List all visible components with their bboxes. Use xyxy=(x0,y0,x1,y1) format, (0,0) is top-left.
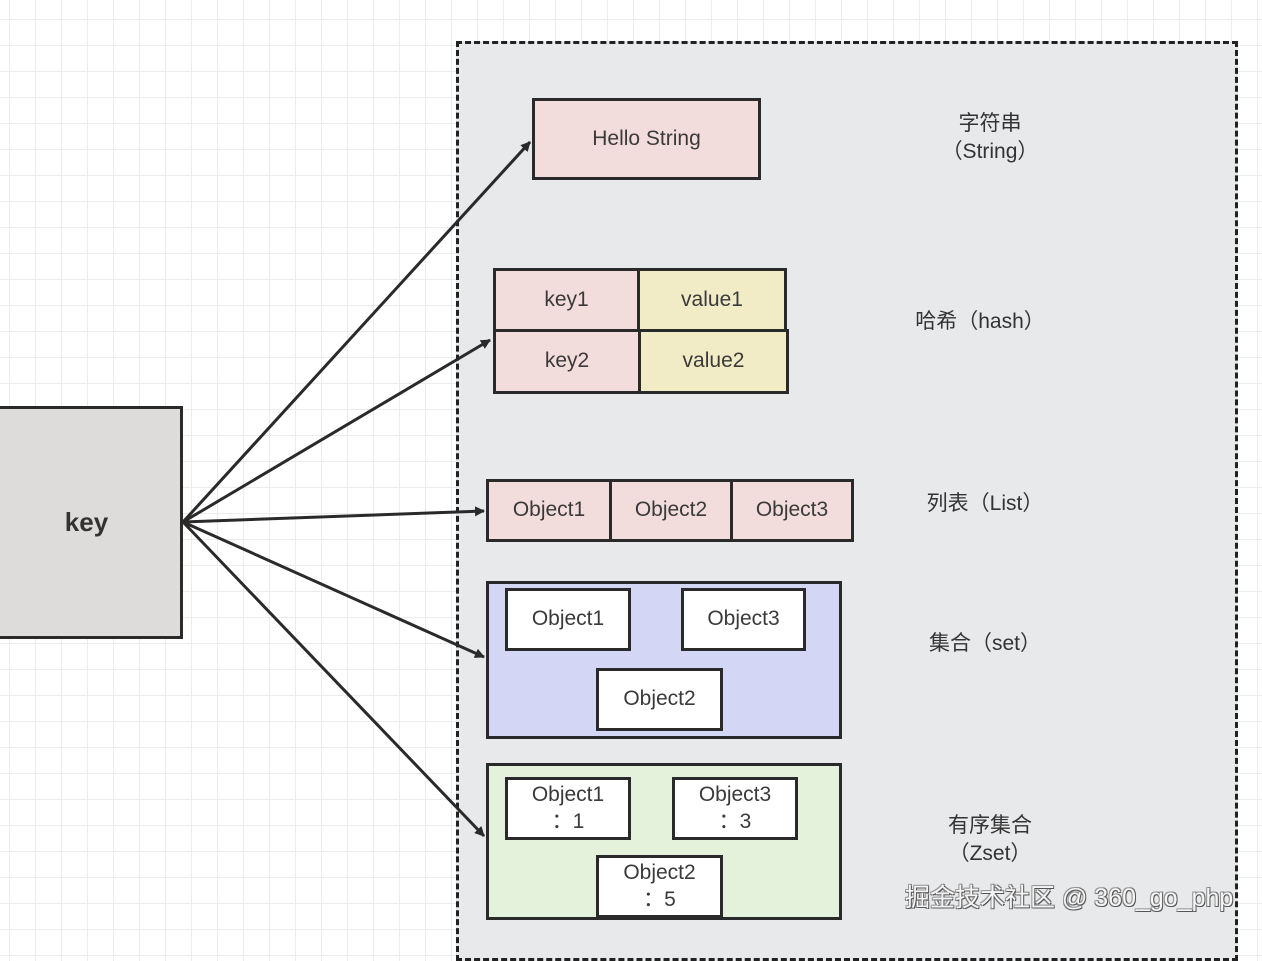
set-member: Object1 xyxy=(505,588,631,651)
key-node-label: key xyxy=(64,507,109,538)
list-item: Object3 xyxy=(730,479,854,542)
hash-type-label: 哈希（hash） xyxy=(915,310,1045,333)
zset-member-score: ：1 xyxy=(551,809,585,833)
zset-member-label: Object3 xyxy=(698,783,772,807)
key-node: key xyxy=(0,406,183,639)
watermark: 掘金技术社区 @ 360_go_php xyxy=(905,884,1234,912)
hash-value-cell: value2 xyxy=(638,329,789,394)
set-type-label: 集合（set） xyxy=(928,632,1041,655)
list-item-label: Object2 xyxy=(634,498,708,522)
set-member-label: Object3 xyxy=(707,607,780,631)
string-type-label-en: （String） xyxy=(941,140,1039,164)
set-member: Object2 xyxy=(596,668,723,731)
hash-value-2: value2 xyxy=(682,349,745,373)
zset-member-score: ：5 xyxy=(643,887,676,911)
zset-member: Object2 ：5 xyxy=(596,855,723,918)
hash-value-1: value1 xyxy=(681,287,743,311)
string-type-label: 字符串 （String） xyxy=(930,110,1050,167)
zset-member-label: Object2 xyxy=(623,861,696,885)
arrow-to-list xyxy=(182,506,485,524)
zset-type-label: 有序集合 （Zset） xyxy=(930,812,1050,869)
arrow-to-hash xyxy=(182,338,491,524)
list-item-label: Object3 xyxy=(755,498,829,522)
list-item: Object2 xyxy=(609,479,733,542)
hash-key-1: key1 xyxy=(544,287,589,311)
list-item: Object1 xyxy=(486,479,612,542)
string-type-label-zh: 字符串 xyxy=(958,112,1022,135)
hash-key-2: key2 xyxy=(544,349,590,373)
zset-type-label-zh: 有序集合 xyxy=(948,814,1032,837)
zset-type-label-en: （Zset） xyxy=(948,842,1032,866)
set-member: Object3 xyxy=(681,588,806,651)
set-member-label: Object2 xyxy=(623,687,696,711)
zset-member-score: ：3 xyxy=(718,809,752,833)
string-value: Hello String xyxy=(592,126,701,150)
string-value-box: Hello String xyxy=(532,98,761,180)
zset-member-label: Object1 xyxy=(531,783,605,807)
zset-member: Object1 ：1 xyxy=(505,777,631,840)
zset-member: Object3 ：3 xyxy=(672,777,798,840)
arrows-layer xyxy=(181,140,532,838)
hash-value-cell: value1 xyxy=(637,268,787,332)
hash-key-cell: key2 xyxy=(493,329,641,394)
set-member-label: Object1 xyxy=(531,607,605,631)
arrow-to-set xyxy=(182,520,485,659)
list-item-label: Object1 xyxy=(512,498,586,522)
hash-key-cell: key1 xyxy=(493,268,640,332)
arrow-to-string xyxy=(181,140,532,524)
list-type-label: 列表（List） xyxy=(926,492,1044,515)
arrow-to-zset xyxy=(181,520,486,838)
